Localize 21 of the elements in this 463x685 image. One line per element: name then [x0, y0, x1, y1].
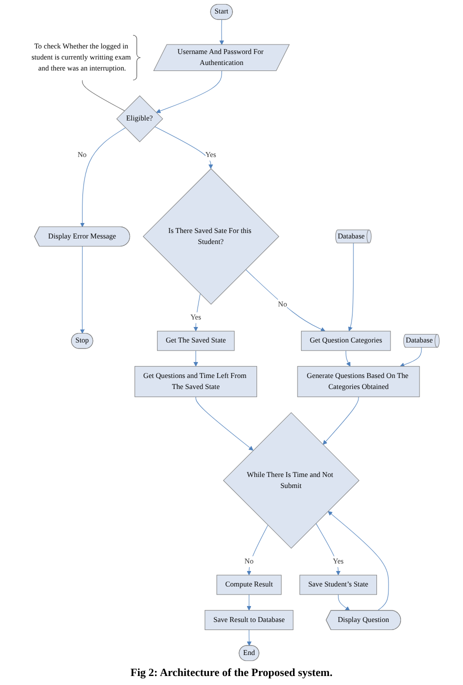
- arrow: [194, 350, 198, 367]
- arrow: [80, 246, 85, 334]
- arrow: [156, 70, 222, 114]
- arrow: [400, 347, 422, 368]
- arrow: [328, 511, 389, 611]
- arrow: [246, 524, 268, 576]
- arrow: [316, 523, 341, 576]
- arrow: [246, 594, 252, 611]
- arrow: [245, 269, 326, 332]
- arrow: [338, 594, 350, 611]
- arrow: [196, 396, 254, 451]
- figure-caption: Fig 2: Architecture of the Proposed system.: [130, 666, 332, 681]
- arrow: [194, 294, 200, 332]
- arrow: [348, 242, 354, 332]
- connector: [82, 80, 125, 112]
- arrow: [219, 19, 224, 45]
- arrow: [346, 350, 350, 367]
- arrow: [154, 126, 214, 169]
- arrow: [80, 128, 126, 228]
- arrow: [322, 396, 359, 445]
- arrow: [246, 630, 252, 646]
